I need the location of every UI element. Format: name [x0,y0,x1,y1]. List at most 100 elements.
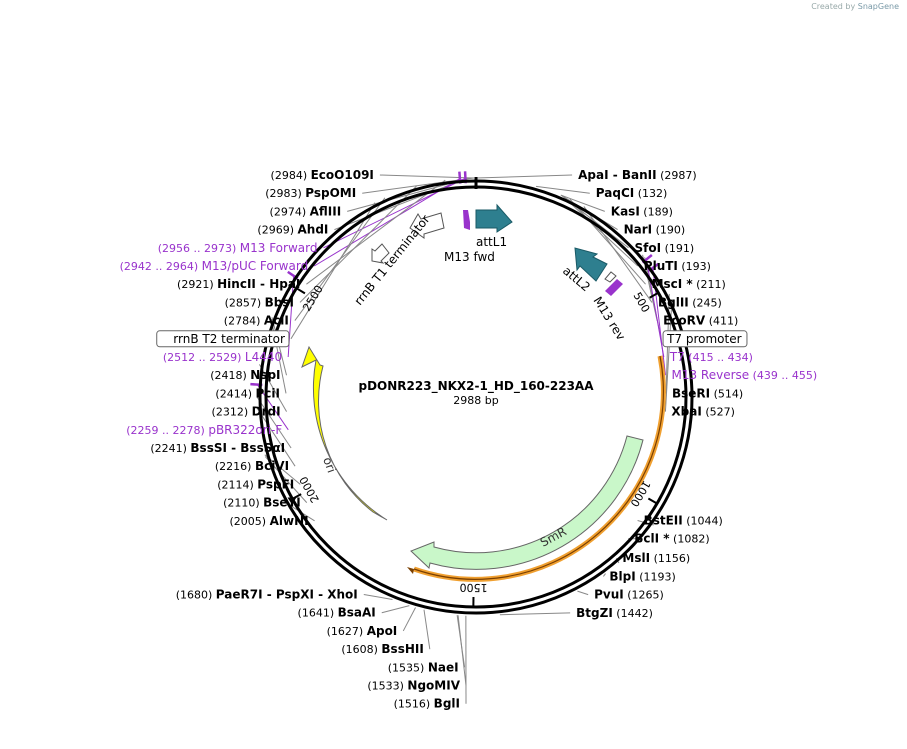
snapgene-credit: Created by SnapGene [811,2,899,11]
ori-label: ori [320,455,338,474]
enzyme-position: (245) [689,296,722,309]
primer-name: M13 Forward [240,241,318,255]
primer-site-label[interactable]: (2512 .. 2529) L4440 [163,350,282,364]
enzyme-site-label[interactable]: BglII (245) [658,295,722,309]
enzyme-name: ApaI - BanII [578,168,657,182]
tick-mark [647,497,658,505]
enzyme-site-label[interactable]: EcoRV (411) [663,314,738,328]
attl1-label: attL1 [476,235,507,249]
enzyme-site-label[interactable]: (2784) AclI [224,314,289,328]
enzyme-site-label[interactable]: (2114) PspFI [217,477,294,491]
enzyme-position: (1156) [650,552,690,565]
primer-site-label[interactable]: (2956 .. 2973) M13 Forward [158,241,318,255]
enzyme-site-label[interactable]: (2969) AhdI [257,223,328,237]
tick-mark [295,287,306,295]
enzyme-site-label[interactable]: MscI * (211) [652,277,726,291]
enzyme-name: PciI [256,386,281,400]
enzyme-name: MscI * [652,277,694,291]
enzyme-site-label[interactable]: BstEII (1044) [644,513,723,527]
leader-line [313,178,461,267]
enzyme-site-label[interactable]: BseRI (514) [672,386,743,400]
enzyme-name: BssSI - BssSαI [190,441,285,455]
primer-site-label[interactable]: (2259 .. 2278) pBR322ori-F [126,423,282,437]
enzyme-site-label[interactable]: (2414) PciI [215,386,280,400]
enzyme-site-label[interactable]: (2857) BbsI [225,295,294,309]
enzyme-position: (1516) [394,698,434,711]
enzyme-site-label[interactable]: (2216) BciVI [215,459,289,473]
enzyme-name: BclI * [634,532,670,546]
primer-site-label[interactable]: T7 (415 .. 434) [669,350,753,364]
enzyme-site-label[interactable]: ApaI - BanII (2987) [578,168,697,182]
enzyme-site-label[interactable]: PluTI (193) [644,259,711,273]
enzyme-site-label[interactable]: BlpI (1193) [609,569,675,583]
enzyme-site-label[interactable]: NarI (190) [624,223,686,237]
enzyme-site-label[interactable]: SfoI (191) [635,241,695,255]
enzyme-site-label[interactable]: (2984) EcoO109I [271,168,374,182]
enzyme-site-label[interactable]: (1533) NgoMIV [367,679,460,693]
enzyme-site-label[interactable]: (2312) DrdI [212,405,281,419]
enzyme-position: (2857) [225,296,265,309]
enzyme-site-label[interactable]: (2241) BssSI - BssSαI [150,441,285,455]
attl2-feature[interactable] [574,247,608,282]
enzyme-site-label[interactable]: (2110) BseYI [223,496,301,510]
leader-line [256,384,289,431]
leader-line [259,364,288,412]
enzyme-name: NspI [250,368,280,382]
enzyme-name: KasI [611,204,640,218]
rrnb-t1-terminator-feature[interactable] [409,212,445,239]
enzyme-position: (2974) [270,205,310,218]
enzyme-position: (1641) [298,607,338,620]
enzyme-name: BsaAI [338,606,376,620]
enzyme-site-label[interactable]: PvuI (1265) [594,588,664,602]
enzyme-site-label[interactable]: (1608) BssHII [341,642,423,656]
primer-name: L4440 [245,350,282,364]
enzyme-position: (514) [710,387,743,400]
feature-callout-label[interactable]: T7 promoter [666,332,742,346]
enzyme-position: (1442) [613,607,653,620]
primer-site-label[interactable]: (2942 .. 2964) M13/pUC Forward [120,259,309,273]
enzyme-site-label[interactable]: XbaI (527) [671,405,734,419]
rrnb-t2-terminator-feature[interactable] [371,243,390,264]
enzyme-site-label[interactable]: BclI * (1082) [634,532,709,546]
credit-text: Created by [811,2,856,11]
smr-feature[interactable] [410,435,644,570]
enzyme-site-label[interactable]: (1641) BsaAI [298,606,376,620]
feature-callout-label[interactable]: rrnB T2 terminator [173,332,285,346]
leader-line [256,408,296,467]
enzyme-name: SfoI [635,241,662,255]
enzyme-position: (191) [661,242,694,255]
primer-site-label[interactable]: M13 Reverse (439 .. 455) [671,368,817,382]
leader-line [535,185,590,194]
site-labels: (2984) EcoO109I (2983) PspOMI (2974) AflII… [120,168,818,711]
attl1-feature[interactable] [475,203,513,233]
enzyme-name: NaeI [428,660,459,674]
enzyme-site-label[interactable]: (2418) NspI [210,368,280,382]
leader-line [577,590,589,596]
leader-line [299,185,417,303]
enzyme-site-label[interactable]: (1535) NaeI [388,660,459,674]
enzyme-position: (189) [640,205,673,218]
enzyme-site-label[interactable]: (1516) BglI [394,697,460,711]
ori-feature[interactable] [301,345,388,521]
enzyme-name: BseRI [672,386,710,400]
leader-line [423,609,431,650]
leader-line [381,605,410,614]
enzyme-position: (2414) [215,387,255,400]
enzyme-site-label[interactable]: BtgZI (1442) [576,606,653,620]
enzyme-position: (1680) [176,589,216,602]
enzyme-site-label[interactable]: (2005) AlwNI [230,514,309,528]
m13-fwd-label: M13 fwd [444,250,495,264]
enzyme-site-label[interactable]: (2921) HincII - HpaI [177,277,300,291]
enzyme-site-label[interactable]: (1680) PaeR7I - PspXI - XhoI [176,588,358,602]
enzyme-site-label[interactable]: PaqCI (132) [596,186,668,200]
m13-fwd-primer[interactable] [463,210,470,230]
enzyme-site-label[interactable]: (2983) PspOMI [265,186,356,200]
enzyme-position: (2984) [271,169,311,182]
enzyme-position: (2921) [177,278,217,291]
enzyme-site-label[interactable]: MslI (1156) [622,551,690,565]
enzyme-site-label[interactable]: (1627) ApoI [327,624,398,638]
enzyme-site-label[interactable]: (2974) AflIII [270,204,342,218]
enzyme-site-label[interactable]: KasI (189) [611,204,673,218]
m13-rev-primer[interactable] [605,279,623,296]
